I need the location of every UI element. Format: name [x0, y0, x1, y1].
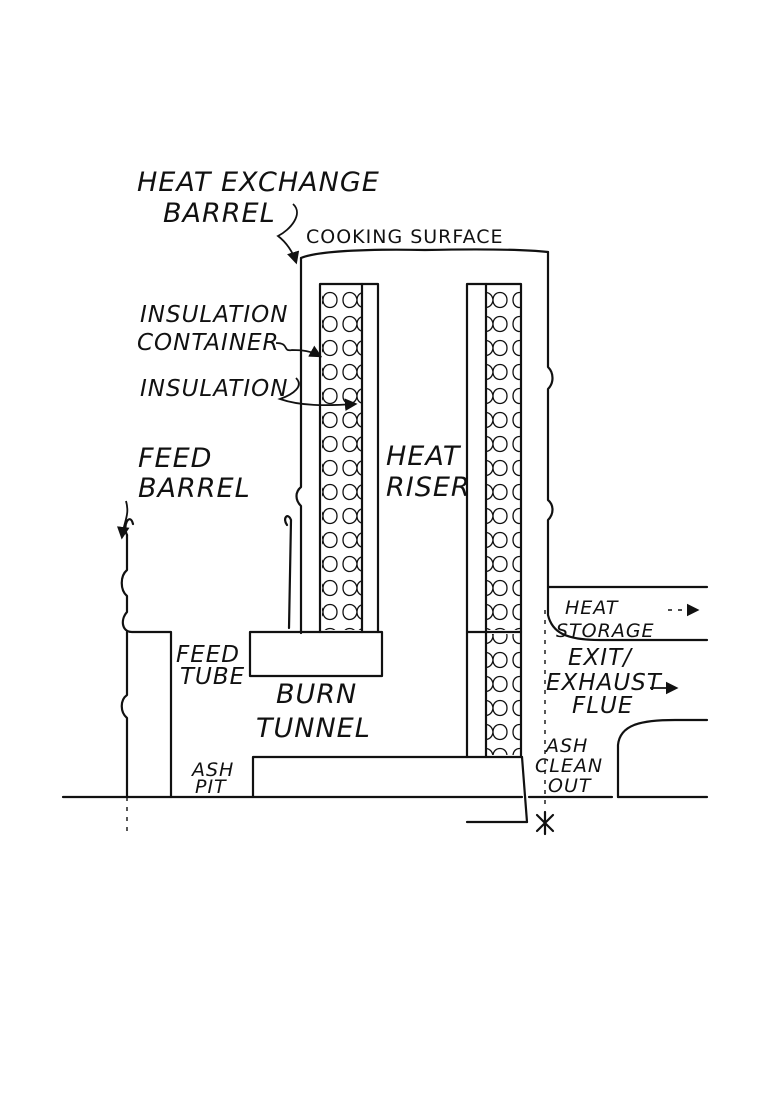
label-feed-tube-2: TUBE [180, 664, 245, 690]
label-insulation-container-1: INSULATION [140, 302, 288, 328]
insulation-right-lower [487, 634, 520, 755]
leader-heat-exchange-barrel [276, 203, 300, 265]
feed-barrel-inner [120, 630, 129, 799]
label-burn-tunnel-2: TUNNEL [256, 713, 371, 744]
cleanout-asterisk [535, 810, 555, 836]
cleanout-wall [520, 755, 529, 824]
barrel-top [299, 248, 550, 260]
insulation-right-upper [487, 286, 520, 630]
insulation-container-left [318, 282, 380, 634]
label-ash-clean-out-3: OUT [548, 775, 592, 797]
label-heat-exchange-barrel-2: BARREL [163, 198, 276, 229]
label-ash-pit-2: PIT [195, 776, 227, 798]
label-heat-riser-1: HEAT [386, 441, 462, 472]
leader-feed-barrel [117, 500, 130, 540]
barrel-bracket [283, 515, 293, 630]
label-feed-barrel-2: BARREL [138, 473, 251, 504]
label-insulation-container-2: CONTAINER [137, 330, 280, 356]
insulation-left [322, 286, 361, 630]
label-heat-riser-2: RISER [386, 472, 471, 503]
label-feed-tube-1: FEED [176, 642, 240, 668]
label-exit-exhaust-flue-3: FLUE [572, 693, 633, 719]
label-exit-exhaust-flue-1: EXIT/ [568, 645, 633, 671]
label-cooking-surface: COOKING SURFACE [306, 226, 504, 248]
label-ash-clean-out-1: ASH [544, 735, 588, 757]
leader-insulation-container [275, 342, 323, 358]
label-insulation: INSULATION [140, 376, 288, 402]
leader-insulation [277, 377, 358, 411]
barrel-left-wall [295, 256, 303, 635]
label-heat-storage-2: STORAGE [556, 620, 655, 642]
dashed-guides [126, 609, 688, 835]
stove-outline [61, 248, 709, 836]
label-feed-barrel-1: FEED [138, 443, 212, 474]
feed-tube-box [248, 630, 384, 678]
label-ash-pit-1: ASH [190, 759, 234, 781]
feed-barrel [120, 533, 173, 799]
feed-barrel-hook [124, 518, 135, 537]
barrel-right-wall [546, 250, 709, 642]
label-burn-tunnel-1: BURN [276, 679, 357, 710]
label-heat-exchange-barrel-1: HEAT EXCHANGE [137, 167, 380, 198]
leader-arrows [117, 203, 700, 695]
label-heat-storage-1: HEAT [565, 597, 619, 619]
ground-line [61, 755, 709, 799]
insulation-container-right [465, 282, 523, 759]
label-ash-clean-out-2: CLEAN [535, 755, 603, 777]
exhaust-flue-outlet [616, 718, 709, 799]
label-exit-exhaust-flue-2: EXHAUST [546, 670, 663, 696]
